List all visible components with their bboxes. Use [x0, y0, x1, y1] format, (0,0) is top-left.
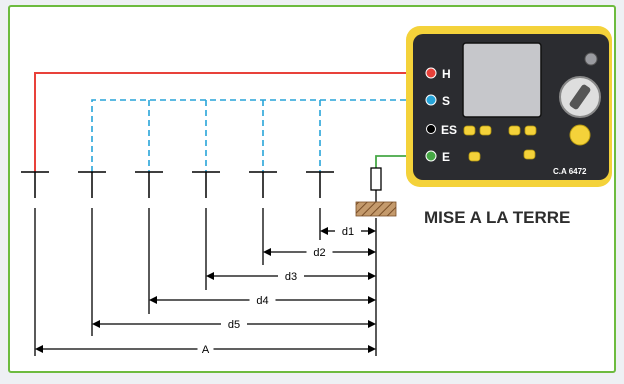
device-screen	[462, 42, 542, 118]
dimension-label-d1: d1	[342, 226, 354, 238]
terminal-es	[426, 124, 436, 134]
terminal-label-e: E	[442, 150, 450, 164]
dimension-d4: d4	[149, 295, 376, 307]
ground-symbol	[355, 201, 397, 217]
dimension-arrows: d1 d2 d3 d4 d5A	[35, 226, 376, 356]
terminal-e	[425, 150, 437, 162]
terminal-label-h: H	[442, 67, 451, 81]
dimension-d3: d3	[206, 271, 376, 283]
dimension-label-a: A	[202, 344, 210, 356]
dimension-label-d5: d5	[228, 319, 240, 331]
diagram-caption: MISE A LA TERRE	[424, 208, 570, 227]
electrode-stakes	[21, 171, 334, 198]
dimension-d5: d5	[92, 319, 376, 331]
s-wire	[91, 99, 431, 172]
dimension-label-d4: d4	[256, 295, 268, 307]
terminal-h	[425, 67, 437, 79]
dimension-d1: d1	[320, 226, 376, 238]
terminal-label-es: ES	[441, 123, 457, 137]
rotary-knob	[559, 76, 601, 118]
device-small-button	[584, 52, 598, 66]
measurement-verticals	[34, 208, 377, 356]
dimension-label-d2: d2	[313, 247, 325, 259]
device-yellow-key	[569, 124, 591, 146]
terminal-label-s: S	[442, 94, 450, 108]
dimension-label-d3: d3	[285, 271, 297, 283]
terminal-s	[425, 94, 437, 106]
device-model-label: C.A 6472	[553, 167, 587, 176]
earth-resistor	[370, 167, 382, 191]
device-ca6472: H S ES E C.A 6472	[406, 26, 612, 187]
device-keypad	[463, 125, 537, 162]
dimension-a: A	[35, 344, 376, 356]
dimension-d2: d2	[263, 247, 376, 259]
h-wire	[34, 72, 431, 172]
